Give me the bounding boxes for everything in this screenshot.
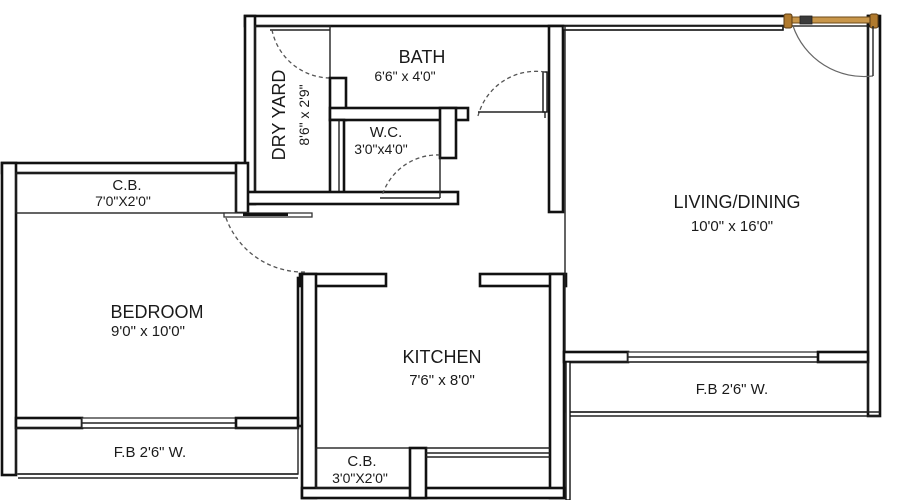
kitchen: KITCHEN 7'6" x 8'0" C.B. 3'0"X2'0" <box>298 272 568 500</box>
living-name: LIVING/DINING <box>673 192 800 212</box>
bedroom-cb-name: C.B. <box>112 177 141 194</box>
bedroom-fb-label: F.B 2'6" W. <box>114 444 186 461</box>
bedroom-cb-dims: 7'0"X2'0" <box>95 193 151 209</box>
bath: BATH 6'6" x 4'0" <box>328 47 548 160</box>
living-flower-bed: F.B 2'6" W. <box>565 361 880 500</box>
kitchen-cb-dims: 3'0"X2'0" <box>332 470 388 486</box>
living-fb-label: F.B 2'6" W. <box>696 381 768 398</box>
bath-dims: 6'6" x 4'0" <box>374 68 435 84</box>
wc-dims: 3'0"x4'0" <box>354 141 407 157</box>
kitchen-name: KITCHEN <box>402 347 481 367</box>
dry-yard-dims: 8'6" x 2'9" <box>296 84 312 145</box>
main-door[interactable] <box>783 13 879 78</box>
bath-name: BATH <box>399 47 446 67</box>
kitchen-dims: 7'6" x 8'0" <box>409 372 475 389</box>
dry-yard: DRY YARD 8'6" x 2'9" <box>254 25 331 203</box>
wc-name: W.C. <box>370 124 403 141</box>
bedroom: C.B. 7'0"X2'0" BEDROOM 9'0" x 10'0" <box>0 161 314 477</box>
dry-yard-name: DRY YARD <box>269 70 289 161</box>
top-wall <box>243 14 787 206</box>
bedroom-name: BEDROOM <box>110 302 203 322</box>
bedroom-flower-bed: F.B 2'6" W. <box>15 427 299 479</box>
bath-living-wall <box>547 24 565 214</box>
living-dims: 10'0" x 16'0" <box>691 218 773 235</box>
living-dining: LIVING/DINING 10'0" x 16'0" <box>562 25 870 364</box>
bedroom-dims: 9'0" x 10'0" <box>111 323 185 340</box>
kitchen-cb-name: C.B. <box>347 453 376 470</box>
